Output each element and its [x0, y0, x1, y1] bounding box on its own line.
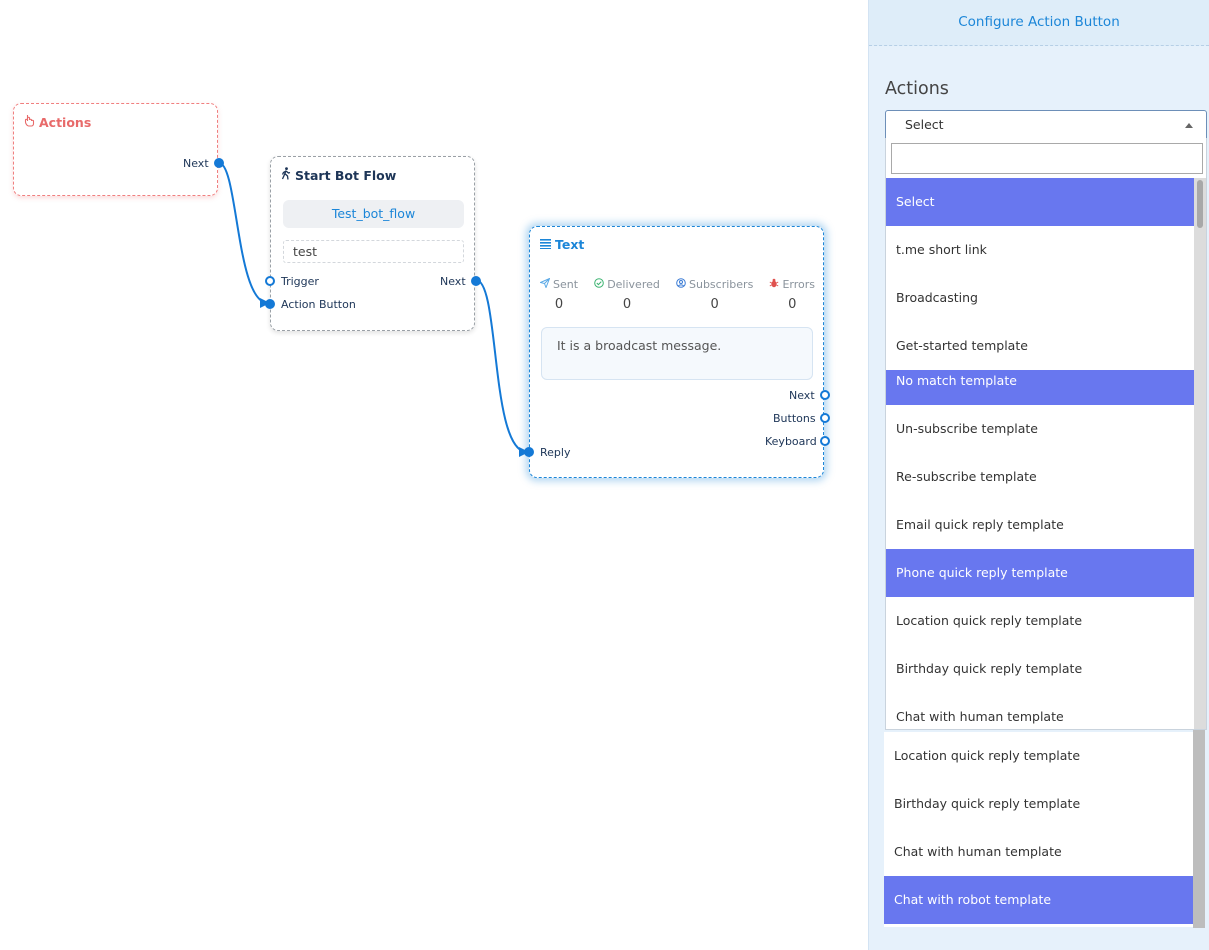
buttons-socket[interactable] [820, 413, 830, 423]
scrollbar-thumb[interactable] [1197, 180, 1203, 228]
option-item[interactable]: Location quick reply template [886, 597, 1194, 645]
text-node[interactable]: Text Sent 0 Delivered 0 Subscri [524, 226, 830, 478]
start-next-label: Next [440, 275, 466, 288]
start-bot-flow-title: Start Bot Flow [281, 167, 396, 183]
trigger-socket[interactable] [265, 276, 275, 286]
actions-select[interactable]: Select [885, 110, 1207, 139]
reply-socket[interactable] [524, 447, 534, 457]
option-item[interactable]: Location quick reply template [884, 732, 1193, 780]
message-preview[interactable]: It is a broadcast message. [541, 327, 813, 380]
flow-canvas[interactable]: Actions Next Start Bot Flow Test_bot_flo… [0, 0, 868, 950]
actions-next-socket[interactable] [214, 158, 224, 168]
dropdown-scrollbar[interactable] [1194, 178, 1206, 729]
overlay-scrollbar[interactable] [1193, 730, 1205, 928]
start-bot-flow-node[interactable]: Start Bot Flow Test_bot_flow test Trigge… [265, 156, 481, 331]
text-next-socket[interactable] [820, 390, 830, 400]
check-circle-icon [594, 278, 604, 291]
stat-errors: Errors 0 [769, 278, 815, 312]
option-item[interactable]: Birthday quick reply template [886, 645, 1194, 693]
action-button-label: Action Button [281, 298, 356, 311]
message-stats: Sent 0 Delivered 0 Subscribers 0 [538, 277, 815, 312]
dropdown-overlay-fragment: Location quick reply template Birthday q… [884, 732, 1193, 927]
bug-icon [769, 278, 779, 291]
stat-subscribers: Subscribers 0 [676, 278, 753, 312]
option-item[interactable]: Phone quick reply template [886, 549, 1194, 597]
keyboard-socket[interactable] [820, 436, 830, 446]
start-next-socket[interactable] [471, 276, 481, 286]
dropdown-options: Select t.me short link Broadcasting Get-… [886, 178, 1194, 729]
option-item[interactable]: Un-subscribe template [886, 405, 1194, 453]
stat-sent: Sent 0 [538, 277, 578, 312]
option-item[interactable]: No match template [886, 370, 1194, 405]
bot-flow-name[interactable]: Test_bot_flow [283, 200, 464, 228]
reply-label: Reply [540, 446, 571, 459]
actions-dropdown: Select t.me short link Broadcasting Get-… [885, 138, 1207, 730]
buttons-label: Buttons [773, 412, 816, 425]
option-item[interactable]: Select [886, 178, 1194, 226]
caret-up-icon [1185, 123, 1193, 128]
select-value: Select [905, 117, 944, 132]
option-item[interactable]: Chat with robot template [884, 876, 1193, 924]
dropdown-search-input[interactable] [891, 143, 1203, 174]
option-item[interactable]: Get-started template [886, 322, 1194, 370]
keyboard-label: Keyboard [765, 435, 817, 448]
list-lines-icon [540, 237, 551, 252]
keyword-box[interactable]: test [283, 240, 464, 263]
text-next-label: Next [789, 389, 815, 402]
text-node-title: Text [540, 237, 584, 252]
option-item[interactable]: Chat with human template [886, 693, 1194, 729]
wire-start-to-text[interactable] [475, 279, 529, 457]
actions-node-title: Actions [24, 114, 91, 130]
walking-person-icon [281, 167, 291, 183]
option-item[interactable]: Broadcasting [886, 274, 1194, 322]
panel-header: Configure Action Button [869, 0, 1209, 46]
actions-node[interactable]: Actions Next [13, 103, 224, 196]
wire-actions-to-start[interactable] [218, 162, 270, 308]
user-circle-icon [676, 278, 686, 291]
actions-next-label: Next [183, 157, 209, 170]
actions-section-title: Actions [885, 79, 949, 99]
option-item[interactable]: t.me short link [886, 226, 1194, 274]
option-item[interactable]: Birthday quick reply template [884, 780, 1193, 828]
hand-pointer-icon [24, 114, 35, 130]
stat-delivered: Delivered 0 [594, 278, 660, 312]
trigger-label: Trigger [281, 275, 319, 288]
option-item[interactable]: Re-subscribe template [886, 453, 1194, 501]
option-item[interactable]: Email quick reply template [886, 501, 1194, 549]
option-item[interactable]: Chat with human template [884, 828, 1193, 876]
action-button-socket[interactable] [265, 299, 275, 309]
send-icon [538, 277, 551, 291]
